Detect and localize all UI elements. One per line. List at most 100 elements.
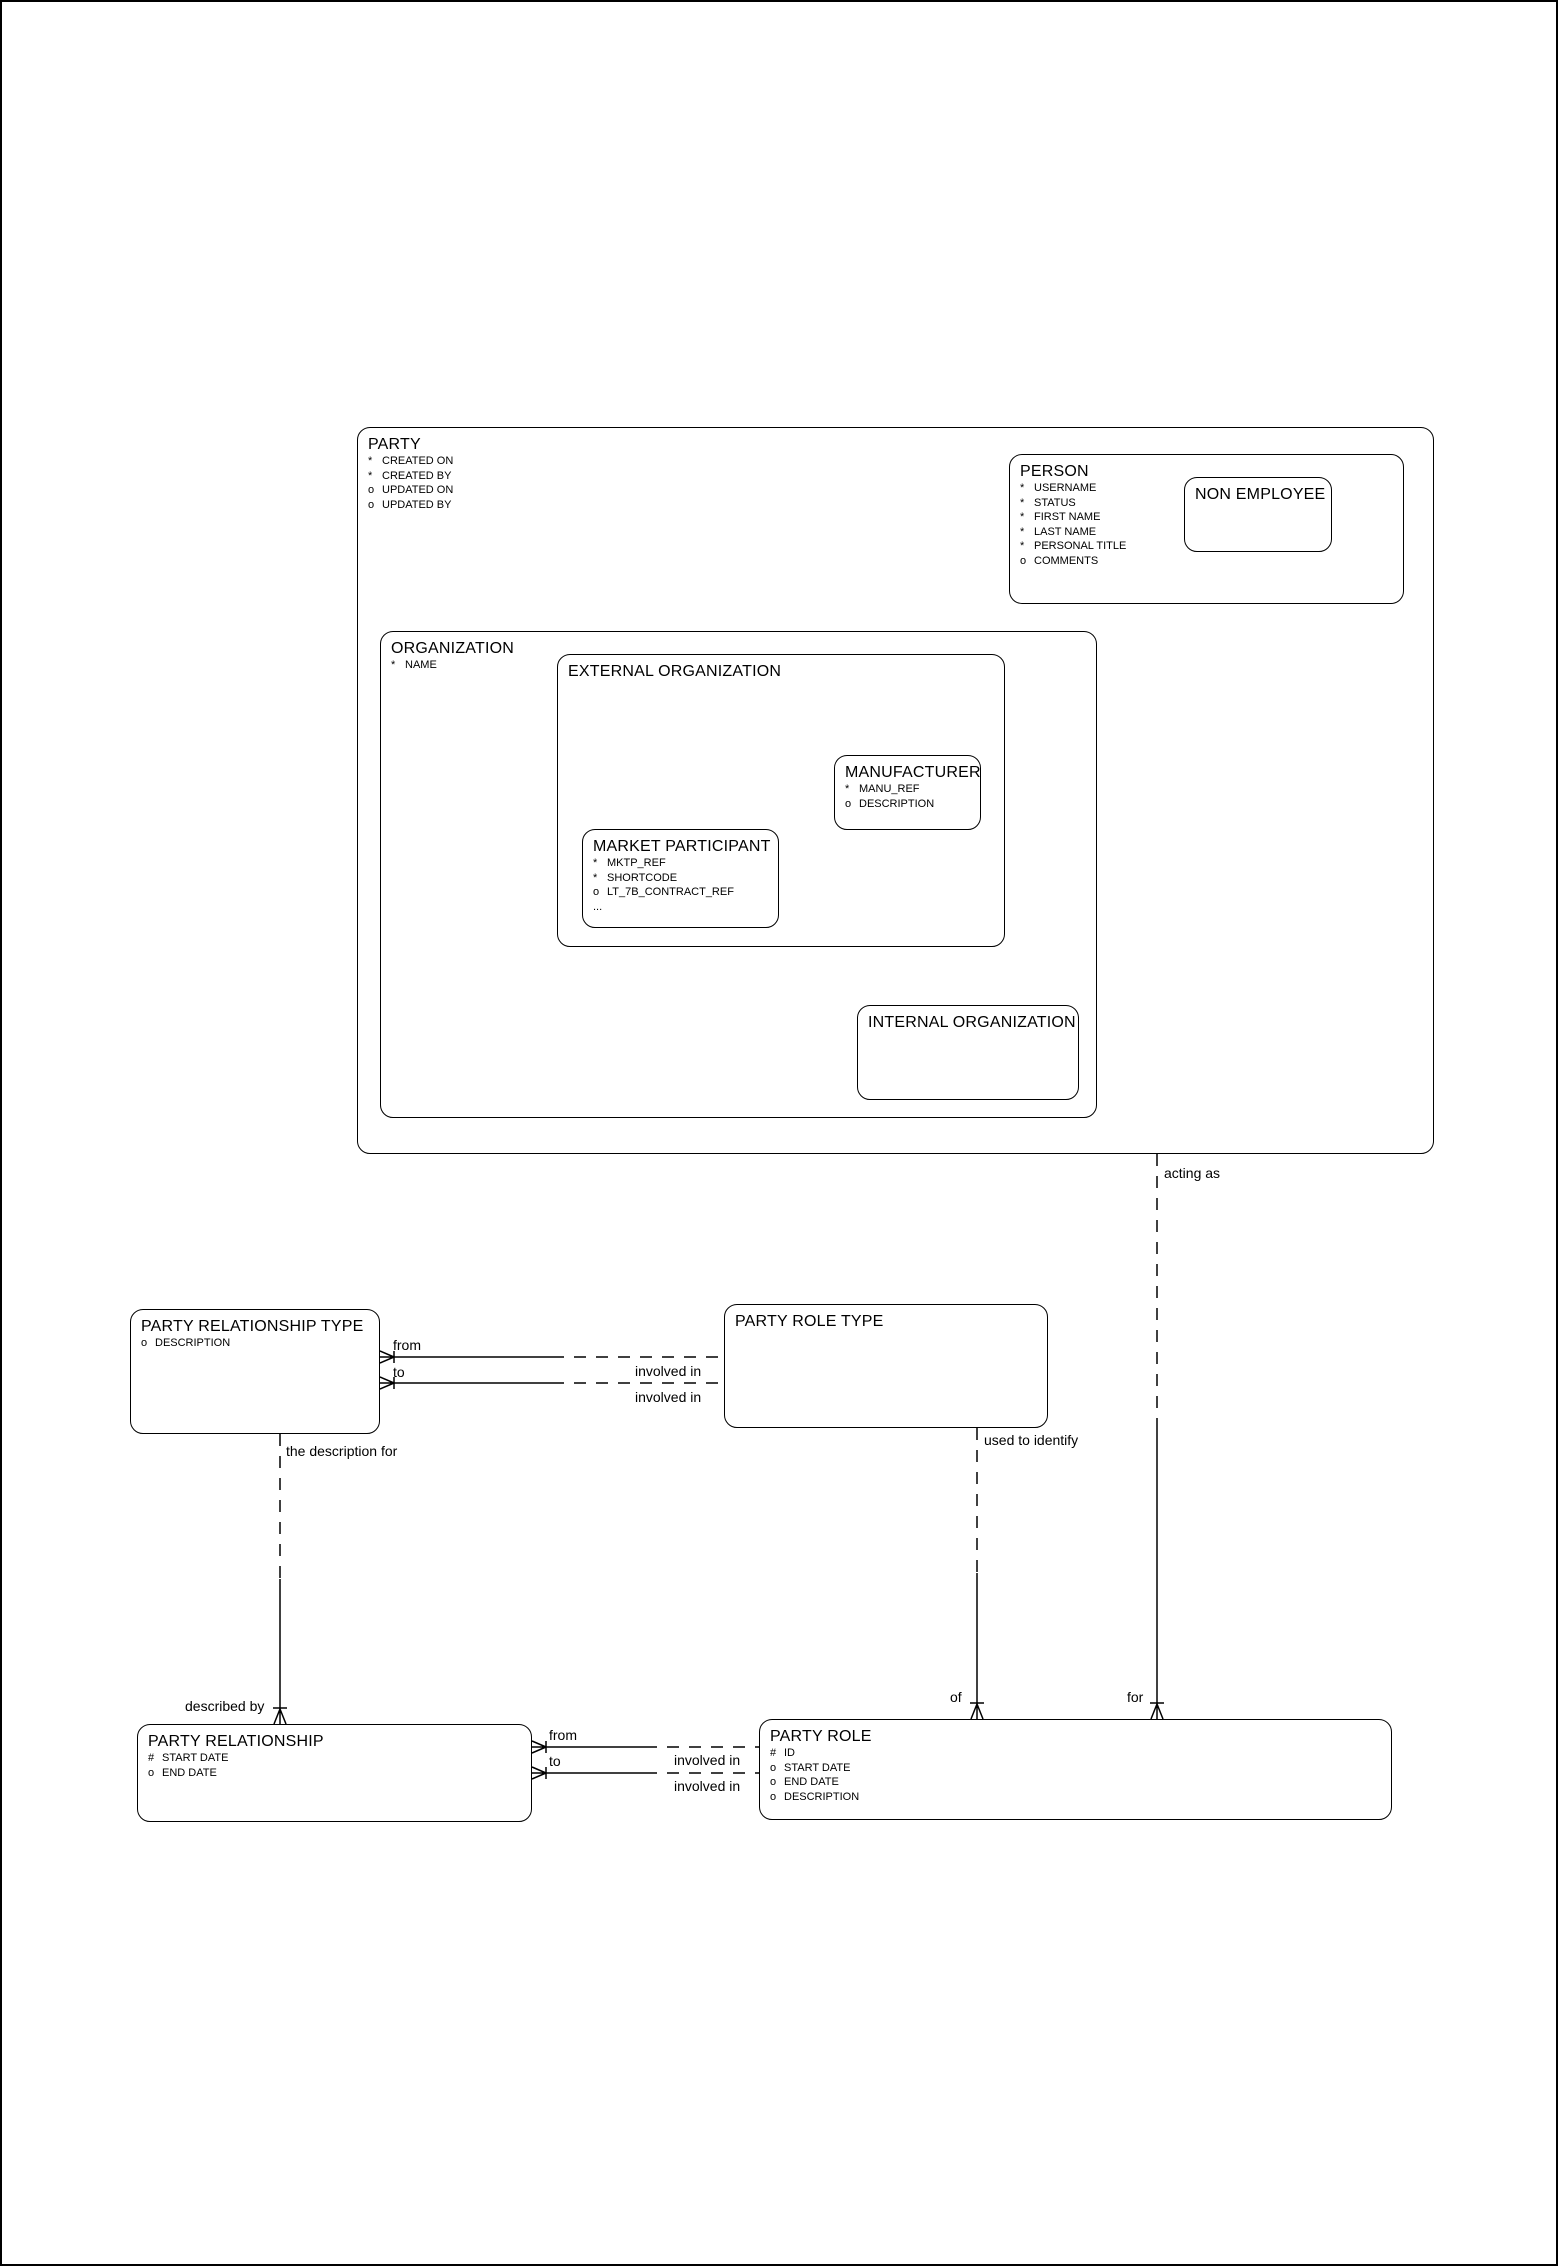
attribute-row: *LAST NAME: [1010, 525, 1403, 540]
entity-party-role-type[interactable]: PARTY ROLE TYPE: [724, 1304, 1048, 1428]
relationship-line-description[interactable]: [273, 1434, 287, 1725]
attr-flag: *: [368, 469, 373, 482]
attr-flag: *: [391, 659, 396, 671]
attribute-row: * PERSONAL TITLE: [1010, 539, 1403, 554]
attr-name: PERSONAL TITLE: [1034, 540, 1127, 552]
attribute-row: *CREATED BY: [358, 469, 1433, 484]
entity-title: MANUFACTURER: [845, 764, 981, 781]
attr-flag: o: [368, 484, 375, 496]
rel-label-involved-in-bottom-1: involved in: [674, 1752, 741, 1768]
entity-title: PARTY ROLE TYPE: [735, 1313, 884, 1330]
relationship-line-type-from[interactable]: [379, 1350, 724, 1364]
entity-organization[interactable]: ORGANIZATION * NAME: [380, 631, 1097, 1118]
attr-name: LT_7B_CONTRACT_REF: [607, 886, 734, 898]
rel-label-for: for: [1127, 1689, 1144, 1705]
attribute-row: o START DATE: [760, 1761, 1391, 1776]
attribute-row: #START DATE: [138, 1751, 531, 1766]
entity-party-relationship-type[interactable]: PARTY RELATIONSHIP TYPE o DESCRIPTION: [130, 1309, 380, 1434]
attribute-row: * SHORTCODE: [583, 871, 778, 886]
attribute-row: *USERNAME: [1010, 481, 1403, 496]
entity-title: EXTERNAL ORGANIZATION: [568, 663, 782, 680]
entity-title: PARTY: [368, 436, 421, 453]
attr-flag: *: [1020, 482, 1025, 494]
attr-name: FIRST NAME: [1034, 511, 1101, 523]
attr-flag: *: [593, 871, 598, 884]
attr-name: NAME: [405, 659, 437, 671]
attr-flag: *: [593, 857, 598, 869]
entity-title: NON EMPLOYEE: [1195, 486, 1326, 503]
attribute-row: ...: [583, 900, 778, 915]
attr-flag: o: [845, 797, 852, 810]
attr-name: END DATE: [162, 1766, 217, 1779]
rel-label-from-bottom: from: [549, 1727, 577, 1743]
attr-flag: o: [770, 1776, 777, 1788]
relationship-line-acting-as-for[interactable]: [1150, 1154, 1164, 1720]
attribute-row: #ID: [760, 1746, 1391, 1761]
crow-foot-icon: [273, 1708, 287, 1725]
entity-party[interactable]: PARTY * CREATED ON *CREATED BY o UPDATED O…: [357, 427, 1434, 1154]
attribute-row: * FIRST NAME: [1010, 510, 1403, 525]
attr-name: START DATE: [784, 1761, 851, 1774]
relationship-line-used-to-identify-of[interactable]: [970, 1428, 984, 1720]
rel-label-involved-in-top-2: involved in: [635, 1389, 702, 1405]
attr-name: UPDATED BY: [382, 498, 452, 511]
attribute-row: o DESCRIPTION: [131, 1336, 379, 1351]
attr-flag: *: [1020, 511, 1025, 523]
attr-name: MKTP_REF: [607, 857, 666, 869]
entity-market-participant[interactable]: MARKET PARTICIPANT *MKTP_REF *SHORTCODE …: [582, 829, 779, 928]
entity-external-organization[interactable]: EXTERNAL ORGANIZATION: [557, 654, 1005, 947]
attr-flag: o: [368, 498, 375, 511]
attr-flag: o: [148, 1766, 155, 1779]
rel-label-from-top: from: [393, 1337, 421, 1353]
attr-name: CREATED ON: [382, 455, 454, 467]
attr-flag: o: [770, 1761, 777, 1774]
attr-flag: o: [141, 1337, 148, 1349]
rel-label-the-description-for: the description for: [286, 1443, 398, 1459]
attr-flag: *: [1020, 525, 1025, 538]
attr-flag: ...: [593, 900, 603, 913]
rel-label-to-top: to: [393, 1364, 405, 1380]
attribute-row: o UPDATED BY: [358, 498, 1433, 513]
crow-foot-icon: [531, 1766, 547, 1780]
attr-flag: *: [1020, 496, 1025, 509]
crow-foot-icon: [1150, 1703, 1164, 1720]
attr-flag: *: [1020, 540, 1025, 552]
entity-title: PARTY ROLE: [770, 1728, 872, 1745]
attribute-row: o END DATE: [138, 1766, 531, 1781]
relationship-line-type-to[interactable]: [379, 1376, 724, 1390]
rel-label-used-to-identify: used to identify: [984, 1432, 1079, 1448]
attribute-row: * CREATED ON: [358, 454, 1433, 469]
attribute-row: o UPDATED ON: [358, 483, 1433, 498]
attr-name: SHORTCODE: [607, 871, 678, 884]
entity-title: MARKET PARTICIPANT: [593, 838, 771, 855]
rel-label-to-bottom: to: [549, 1753, 561, 1769]
attr-flag: #: [148, 1752, 155, 1764]
entity-title: ORGANIZATION: [391, 640, 514, 657]
rel-label-involved-in-bottom-2: involved in: [674, 1778, 741, 1794]
rel-label-of: of: [950, 1689, 962, 1705]
attr-name: UPDATED ON: [382, 484, 454, 496]
attr-name: DESCRIPTION: [859, 797, 935, 810]
crow-foot-icon: [970, 1703, 984, 1720]
entity-internal-organization[interactable]: INTERNAL ORGANIZATION: [857, 1005, 1079, 1100]
rel-label-described-by: described by: [185, 1698, 265, 1714]
relationship-line-rel-from[interactable]: [531, 1740, 759, 1754]
attr-name: DESCRIPTION: [155, 1337, 231, 1349]
entity-title: INTERNAL ORGANIZATION: [868, 1014, 1076, 1031]
relationship-line-rel-to[interactable]: [531, 1766, 759, 1780]
attr-flag: *: [368, 455, 373, 467]
rel-label-involved-in-top-1: involved in: [635, 1363, 702, 1379]
entity-title: PARTY RELATIONSHIP TYPE: [141, 1318, 364, 1335]
entity-person[interactable]: PERSON *USERNAME *STATUS *FIRST NAME *LA…: [1009, 454, 1404, 604]
entity-non-employee[interactable]: NON EMPLOYEE: [1184, 477, 1332, 552]
attribute-row: *STATUS: [1010, 496, 1403, 511]
attribute-row: * MKTP_REF: [583, 856, 778, 871]
attr-name: DESCRIPTION: [784, 1790, 860, 1803]
